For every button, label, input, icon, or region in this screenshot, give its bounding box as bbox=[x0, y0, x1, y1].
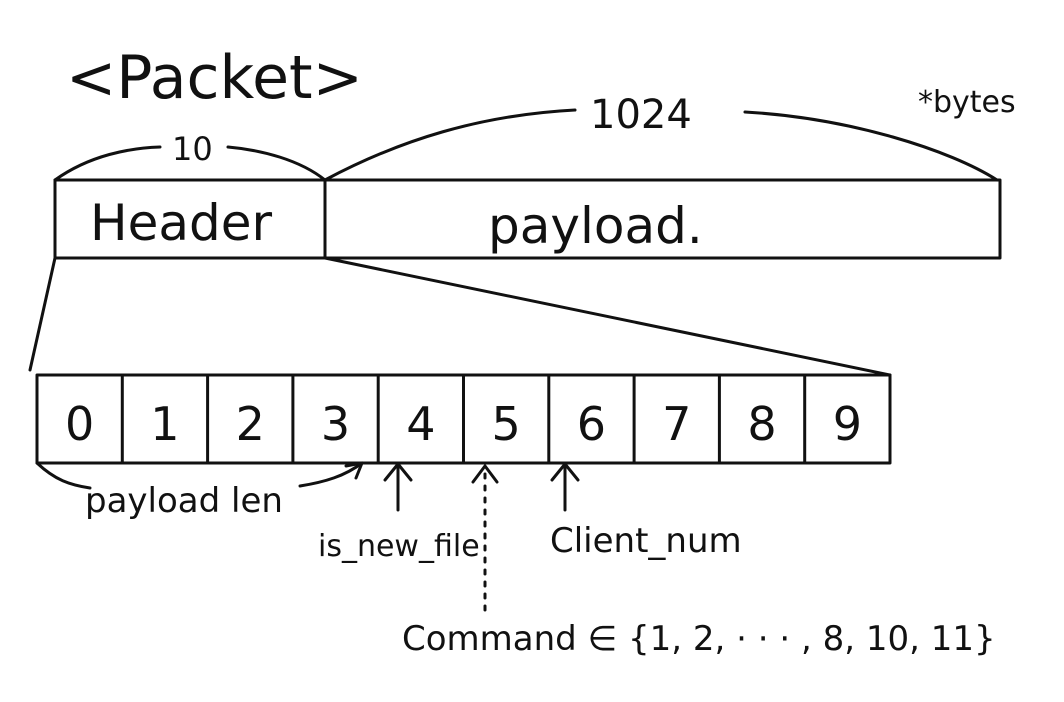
byte-index-9: 9 bbox=[833, 397, 862, 451]
byte-index-4: 4 bbox=[406, 397, 435, 451]
byte-index-0: 0 bbox=[65, 397, 94, 451]
byte-index-5: 5 bbox=[492, 397, 521, 451]
byte-index-6: 6 bbox=[577, 397, 606, 451]
client-num-arrowhead bbox=[550, 462, 580, 482]
command-arrowhead bbox=[471, 464, 499, 484]
byte-index-2: 2 bbox=[236, 397, 265, 451]
command-label: Command ∈ {1, 2, · · · , 8, 10, 11} bbox=[402, 619, 996, 659]
zoom-line-left bbox=[28, 256, 57, 372]
byte-index-8: 8 bbox=[747, 397, 776, 451]
units-note: *bytes bbox=[918, 85, 1016, 120]
byte-index-7: 7 bbox=[662, 397, 691, 451]
payload-len-label: payload len bbox=[85, 481, 283, 521]
payload-label: payload. bbox=[488, 197, 703, 255]
payload-len-brace bbox=[35, 461, 364, 490]
header-label: Header bbox=[90, 194, 272, 252]
byte-index-1: 1 bbox=[150, 397, 179, 451]
header-bytes-row: 0 1 2 3 4 5 6 7 8 9 bbox=[65, 373, 862, 465]
zoom-line-right bbox=[323, 256, 892, 377]
payload-size-brace bbox=[323, 108, 999, 182]
is-new-file-arrowhead bbox=[383, 462, 413, 482]
header-size-brace bbox=[53, 145, 327, 182]
payload-box bbox=[323, 178, 1002, 260]
is-new-file-label: is_new_file bbox=[318, 529, 480, 564]
byte-index-3: 3 bbox=[321, 397, 350, 451]
client-num-label: Client_num bbox=[550, 521, 742, 561]
payload-len-arrowhead bbox=[344, 461, 364, 480]
payload-size-label: 1024 bbox=[590, 92, 692, 138]
header-size-label: 10 bbox=[172, 130, 213, 168]
diagram-title: <Packet> bbox=[66, 43, 363, 113]
